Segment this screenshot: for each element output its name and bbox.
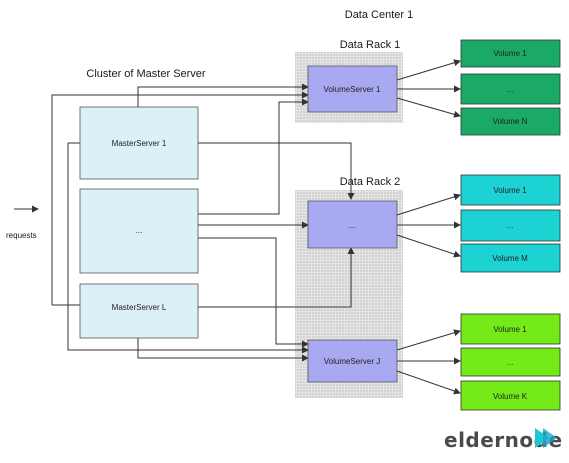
rack-2-volume-1: Volume 1: [493, 186, 527, 195]
volume-server-ellipsis-label: ...: [349, 221, 356, 230]
volume-server-1-label: VolumeServer 1: [324, 85, 381, 94]
rack-3-volume-1: Volume 1: [493, 325, 527, 334]
master-server-1: MasterServer 1: [79, 106, 199, 180]
rack-1-title: Data Rack 1: [340, 39, 401, 51]
volume-server-j: VolumeServer J: [307, 339, 398, 383]
connector-lines: [51, 83, 355, 362]
rack-1-volume-n: Volume N: [493, 117, 528, 126]
rack-3-volume-ellipsis: ...: [507, 358, 514, 367]
master-server-l-label: MasterServer L: [112, 303, 167, 312]
master-server-ellipsis: ...: [79, 188, 199, 274]
rack-1-volumes: Volume 1 ... Volume N: [460, 39, 561, 136]
requests-label: requests: [6, 231, 37, 240]
rack-2-volume-ellipsis: ...: [507, 221, 514, 230]
rack-2-volumes: Volume 1 ... Volume M: [460, 174, 561, 273]
data-center-title: Data Center 1: [345, 9, 413, 21]
rack-2-title: Data Rack 2: [340, 176, 401, 188]
rack-2-volume-m: Volume M: [492, 254, 528, 263]
master-server-ellipsis-label: ...: [136, 226, 143, 235]
volume-server-1: VolumeServer 1: [307, 65, 398, 113]
master-server-1-label: MasterServer 1: [112, 139, 167, 148]
rack-1-volume-1: Volume 1: [493, 49, 527, 58]
rack-1-volume-ellipsis: ...: [507, 85, 514, 94]
play-chevron-icon: [535, 428, 557, 448]
rack-3-volumes: Volume 1 ... Volume K: [460, 313, 561, 411]
volume-server-ellipsis: ...: [307, 200, 398, 249]
volume-connectors: [396, 59, 461, 395]
master-server-l: MasterServer L: [79, 283, 199, 339]
cluster-label: Cluster of Master Server: [86, 68, 206, 80]
volume-server-j-label: VolumeServer J: [324, 357, 380, 366]
rack-3-volume-k: Volume K: [493, 392, 528, 401]
